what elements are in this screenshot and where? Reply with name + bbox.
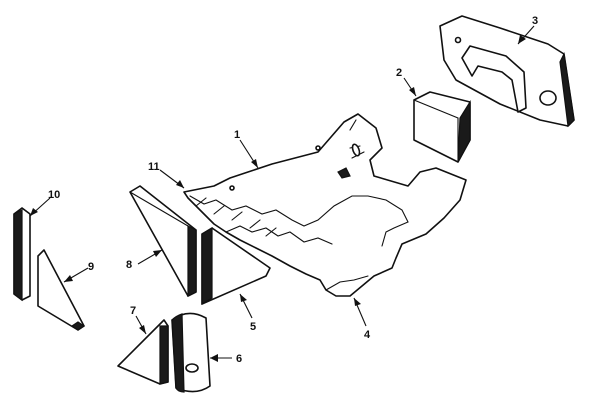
callout-2: 2 bbox=[396, 67, 402, 79]
callout-labels: 1 2 3 4 5 6 7 8 9 10 11 bbox=[48, 15, 538, 365]
leader-lines bbox=[29, 25, 535, 362]
part-9-small-triangle bbox=[37, 249, 86, 331]
part-7-triangle-gusset bbox=[117, 319, 169, 385]
part-5-triangle-plate bbox=[201, 226, 271, 306]
part-3-bracket-plate bbox=[439, 15, 575, 128]
callout-4: 4 bbox=[364, 329, 371, 341]
part-2-angle-piece bbox=[413, 91, 471, 163]
callout-6: 6 bbox=[236, 353, 242, 365]
callout-8: 8 bbox=[126, 259, 132, 271]
callout-11: 11 bbox=[148, 161, 160, 173]
callout-3: 3 bbox=[532, 15, 538, 27]
part-10-channel-strip bbox=[13, 207, 31, 302]
callout-5: 5 bbox=[250, 321, 256, 333]
callout-7: 7 bbox=[130, 305, 136, 317]
callout-9: 9 bbox=[88, 261, 94, 273]
part-1-floor-plate bbox=[183, 113, 467, 297]
part-8-triangle-gusset bbox=[129, 185, 197, 297]
part-6-curved-shield bbox=[171, 312, 211, 393]
callout-10: 10 bbox=[48, 189, 60, 201]
callout-1: 1 bbox=[234, 129, 240, 141]
